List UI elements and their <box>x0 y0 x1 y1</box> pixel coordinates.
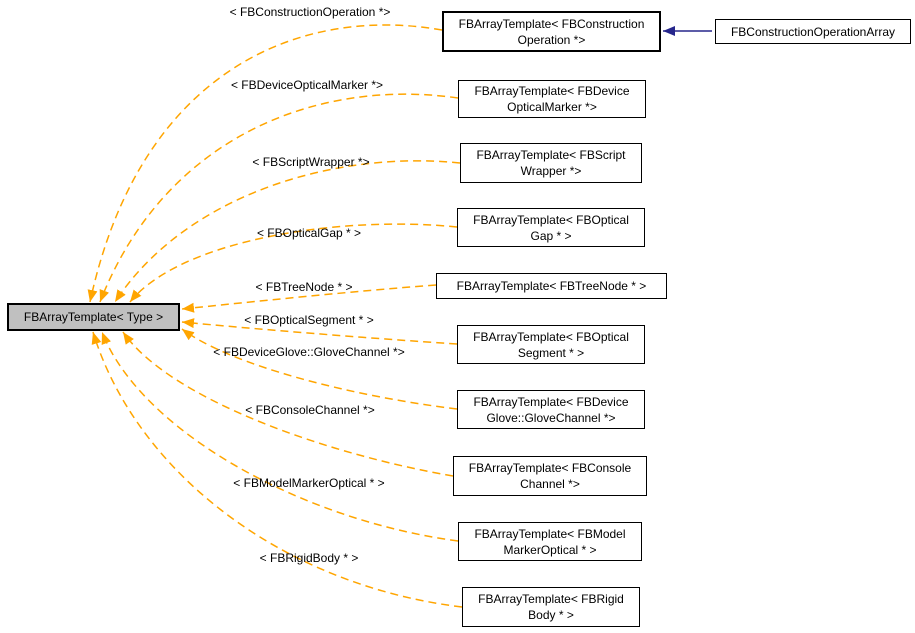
class-node-fbarraytemplate-fbdeviceopticalmarker[interactable]: FBArrayTemplate< FBDevice OpticalMarker … <box>458 80 646 118</box>
node-label-line2: Body * > <box>528 608 574 622</box>
edge-label-device-optical-marker: < FBDeviceOpticalMarker *> <box>230 78 384 92</box>
node-label: FBArrayTemplate< Type > <box>23 310 164 324</box>
node-label-line1: FBArrayTemplate< FBDevice <box>473 394 629 409</box>
node-label-line2: Gap * > <box>530 228 572 243</box>
node-label-line1: FBArrayTemplate< FBRigid <box>478 592 624 606</box>
node-label-line2: Wrapper *> <box>520 164 582 178</box>
edge-label-optical-segment: < FBOpticalSegment * > <box>244 313 374 327</box>
class-node-fbarraytemplate-fbconsolechannel[interactable]: FBArrayTemplate< FBConsole Channel *> <box>453 456 647 496</box>
class-node-fbarraytemplate-fbdeviceglove-glovechannel[interactable]: FBArrayTemplate< FBDevice Glove::GloveCh… <box>457 390 645 429</box>
template-edge-script-wrapper <box>114 160 461 303</box>
node-label-line2: Operation *> <box>517 32 586 47</box>
node-label-line1: FBArrayTemplate< FBModel <box>474 526 626 541</box>
node-label-line2: Channel *> <box>520 477 580 491</box>
edge-label-construction-operation: < FBConstructionOperation *> <box>229 5 391 19</box>
template-edge-glove-channel <box>181 328 458 410</box>
edge-label-model-marker-optical: < FBModelMarkerOptical * > <box>233 476 385 490</box>
template-edges <box>87 24 463 608</box>
template-edge-console-channel <box>122 331 454 477</box>
template-edge-optical-gap <box>129 223 458 303</box>
class-node-fbarraytemplate-fbscriptwrapper[interactable]: FBArrayTemplate< FBScript Wrapper *> <box>460 143 642 183</box>
edge-label-tree-node: < FBTreeNode * > <box>255 280 353 294</box>
template-edge-model-marker-optical <box>101 331 459 542</box>
node-label-line1: FBArrayTemplate< FBOptical <box>473 329 629 344</box>
edge-label-rigid-body: < FBRigidBody * > <box>259 551 359 565</box>
template-edge-tree-node <box>181 284 437 313</box>
node-label-line1: FBArrayTemplate< FBDevice <box>474 84 630 98</box>
class-node-fbarraytemplate-fbopticalsegment[interactable]: FBArrayTemplate< FBOptical Segment * > <box>457 325 645 364</box>
node-label-line2: Glove::GloveChannel *> <box>486 410 616 425</box>
edge-label-optical-gap: < FBOpticalGap * > <box>256 226 362 240</box>
template-edge-construction-operation <box>87 24 443 303</box>
node-label-line2: MarkerOptical * > <box>503 542 597 557</box>
node-label-line1: FBArrayTemplate< FBConsole <box>468 461 632 475</box>
node-label-line1: FBArrayTemplate< FBOptical <box>473 212 629 227</box>
node-label-line1: FBArrayTemplate< FBTreeNode * > <box>456 279 647 293</box>
template-edge-device-optical-marker <box>99 93 459 303</box>
template-edge-rigid-body <box>91 331 463 608</box>
node-label-line2: Segment * > <box>517 345 585 360</box>
class-node-fbarraytemplate-fbconstructionoperation[interactable]: FBArrayTemplate< FBConstruction Operatio… <box>442 11 661 52</box>
node-label-line1: FBArrayTemplate< FBScript <box>476 148 626 162</box>
class-node-fbarraytemplate-type: FBArrayTemplate< Type > <box>7 303 180 331</box>
class-node-fbconstructionoperationarray[interactable]: FBConstructionOperationArray <box>715 19 911 44</box>
class-node-fbarraytemplate-fbrigidbody[interactable]: FBArrayTemplate< FBRigid Body * > <box>462 587 640 627</box>
node-label-line1: FBArrayTemplate< FBConstruction <box>458 16 645 31</box>
edge-label-glove-channel: < FBDeviceGlove::GloveChannel *> <box>213 345 405 359</box>
class-node-fbarraytemplate-fbtreenode[interactable]: FBArrayTemplate< FBTreeNode * > <box>436 273 667 299</box>
node-label: FBConstructionOperationArray <box>730 24 896 39</box>
node-label-line2: OpticalMarker *> <box>507 100 597 114</box>
edge-label-console-channel: < FBConsoleChannel *> <box>245 403 375 417</box>
class-node-fbarraytemplate-fbmodelmarkeroptical[interactable]: FBArrayTemplate< FBModel MarkerOptical *… <box>458 522 642 561</box>
edge-label-script-wrapper: < FBScriptWrapper *> <box>252 155 370 169</box>
template-edge-optical-segment <box>181 318 458 345</box>
class-node-fbarraytemplate-fbopticalgap[interactable]: FBArrayTemplate< FBOptical Gap * > <box>457 208 645 247</box>
